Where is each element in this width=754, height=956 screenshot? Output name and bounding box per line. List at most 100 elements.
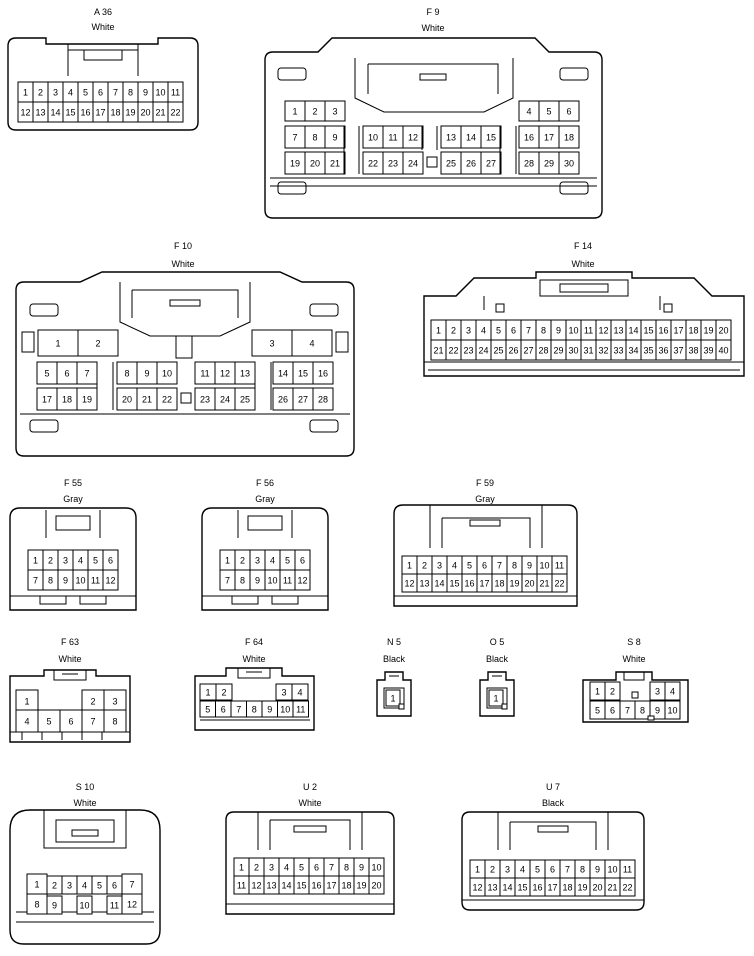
pin-number: 18 (341, 881, 351, 891)
pin-number: 23 (463, 346, 473, 356)
pin-number: 16 (532, 883, 542, 893)
rail (270, 177, 597, 187)
pin-number: 8 (640, 706, 645, 716)
pin-cell (558, 151, 580, 175)
pin-cell (46, 895, 63, 915)
pin-cell (156, 361, 178, 385)
pin-number: 11 (237, 881, 246, 891)
pin-number: 2 (254, 863, 259, 873)
pin-number: 7 (526, 326, 531, 336)
pin-number: 30 (564, 159, 574, 169)
pin-number: 16 (318, 369, 328, 379)
connector-color: Gray (475, 494, 495, 504)
pin-number: 11 (584, 326, 593, 336)
pin-number: 1 (390, 694, 395, 704)
pin-number: 15 (449, 579, 459, 589)
latch (53, 670, 87, 681)
pin-number: 4 (270, 556, 275, 566)
pin-number: 9 (556, 326, 561, 336)
pin-number: 4 (520, 865, 525, 875)
pin-number: 5 (535, 865, 540, 875)
connector-name: F 10 (174, 241, 192, 251)
lock-tab (277, 67, 307, 81)
pin-number: 7 (129, 880, 134, 890)
pin-number: 11 (388, 133, 397, 143)
pin-number: 5 (93, 556, 98, 566)
pin-number: 32 (598, 346, 608, 356)
pin-number: 3 (255, 556, 260, 566)
pin-number: 4 (670, 687, 675, 697)
connector-color: White (91, 22, 114, 32)
pin-number: 1 (475, 865, 480, 875)
pin-number: 21 (607, 883, 617, 893)
pin-number: 6 (64, 369, 69, 379)
pin-number: 15 (65, 108, 75, 118)
pin-number: 15 (486, 133, 496, 143)
pin-number: 2 (451, 326, 456, 336)
pin-number: 12 (105, 576, 115, 586)
pin-number: 27 (523, 346, 533, 356)
pin-number: 5 (496, 326, 501, 336)
pin-number: 34 (628, 346, 638, 356)
pin-number: 4 (297, 688, 302, 698)
pin-number: 9 (63, 576, 68, 586)
pin-cell (312, 361, 334, 385)
pin-number: 26 (508, 346, 518, 356)
connector-name: U 2 (303, 782, 317, 792)
connector-name: F 56 (256, 478, 274, 488)
pin-number: 10 (368, 133, 378, 143)
pin-number: 7 (329, 863, 334, 873)
pin-number: 10 (371, 863, 381, 873)
pin-number: 12 (408, 133, 418, 143)
pin-number: 10 (607, 865, 617, 875)
pin-number: 19 (82, 395, 92, 405)
pin-number: 39 (703, 346, 713, 356)
pin-number: 10 (155, 88, 165, 98)
pin-number: 10 (667, 706, 677, 716)
key-square (631, 691, 639, 699)
pin-number: 5 (595, 706, 600, 716)
pin-number: 10 (79, 901, 89, 911)
pin-cell (324, 151, 346, 175)
pin-number: 6 (221, 705, 226, 715)
pin-number: 14 (466, 133, 476, 143)
pin-number: 21 (539, 579, 549, 589)
pin-number: 7 (565, 865, 570, 875)
pin-cell (324, 100, 346, 122)
connector-name: S 10 (76, 782, 95, 792)
pin-number: 11 (200, 369, 209, 379)
pin-number: 6 (314, 863, 319, 873)
pin-number: 14 (502, 883, 512, 893)
pin-number: 12 (251, 881, 261, 891)
pin-cell (291, 329, 333, 357)
connector-color: Black (383, 654, 406, 664)
pin-number: 7 (90, 717, 95, 727)
pin-number: 4 (526, 107, 531, 117)
pin-number: 17 (547, 883, 557, 893)
pin-number: 8 (252, 705, 257, 715)
pin-number: 30 (568, 346, 578, 356)
connector-color: White (571, 259, 594, 269)
pin-number: 2 (38, 88, 43, 98)
pin-number: 9 (595, 865, 600, 875)
connector-shell (264, 37, 603, 219)
pin-number: 14 (50, 108, 60, 118)
pin-number: 11 (171, 88, 180, 98)
pin-number: 1 (239, 863, 244, 873)
rail (10, 595, 136, 605)
side-slot (21, 331, 35, 353)
pin-cell (558, 100, 580, 122)
pin-number: 22 (368, 159, 378, 169)
pin-number: 16 (311, 881, 321, 891)
pin-number: 1 (493, 694, 498, 704)
pin-number: 6 (566, 107, 571, 117)
pin-number: 1 (436, 326, 441, 336)
pin-number: 14 (628, 326, 638, 336)
